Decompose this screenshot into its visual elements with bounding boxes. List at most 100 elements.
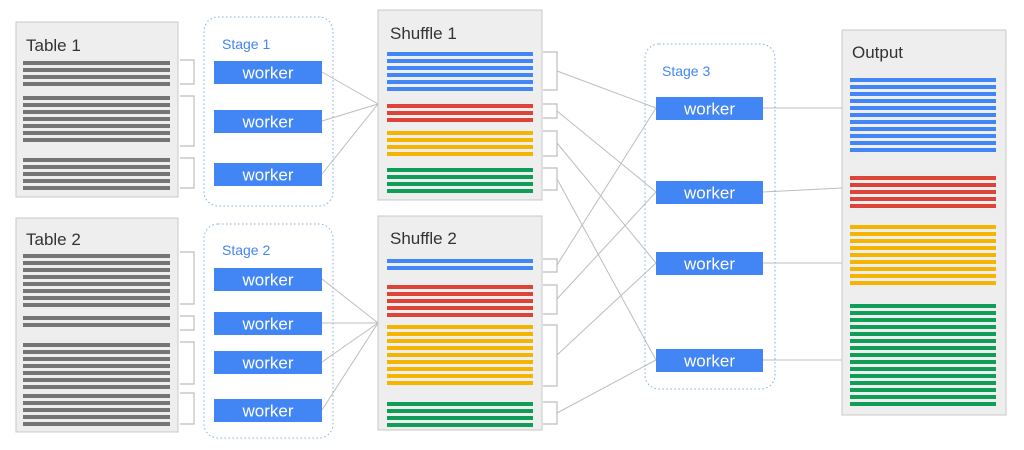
shuffle-2-row: [387, 266, 533, 270]
shuffle-1-row: [387, 175, 533, 179]
stage-1-label: Stage 1: [222, 36, 270, 52]
bracket: [543, 51, 558, 91]
output-row: [850, 325, 996, 329]
table-1-row: [23, 165, 170, 169]
table-2-row: [23, 254, 170, 258]
shuffle-2-row: [387, 259, 533, 263]
shuffle-2-row: [387, 423, 533, 427]
table-2-row: [23, 268, 170, 272]
stage-3-worker-2: worker: [656, 181, 763, 204]
output-panel: Output: [841, 29, 1007, 416]
connector-line: [321, 71, 379, 105]
stage-2-group: Stage 2: [203, 223, 334, 439]
bracket: [180, 59, 195, 85]
output-row: [850, 85, 996, 89]
stage-2-worker-1-box: [214, 268, 322, 291]
output-row: [850, 141, 996, 145]
connector-line: [556, 70, 657, 109]
shuffle-1-row: [387, 87, 533, 91]
table-2-panel: Table 2: [15, 217, 179, 433]
stage-3-worker-3-label: worker: [683, 255, 735, 274]
output-row: [850, 311, 996, 315]
table-2-row: [23, 385, 170, 389]
bracket: [543, 324, 558, 387]
shuffle-1-row: [387, 80, 533, 84]
output-row: [850, 190, 996, 194]
output-row: [850, 388, 996, 392]
connector-line: [556, 262, 657, 356]
bracket: [543, 103, 558, 119]
table-2-row: [23, 261, 170, 265]
stage-1-worker-2: worker: [214, 110, 322, 133]
shuffle-2-row: [387, 306, 533, 310]
shuffle-1-row: [387, 118, 533, 122]
output-row: [850, 239, 996, 243]
output-row: [850, 274, 996, 278]
stage-1-worker-1-box: [214, 61, 322, 84]
output-row: [850, 346, 996, 350]
shuffle-1-row: [387, 104, 533, 108]
table-1-row: [23, 158, 170, 162]
bracket: [180, 157, 195, 189]
table-1-row: [23, 110, 170, 114]
shuffle-1-row: [387, 52, 533, 56]
stage-1-worker-2-label: worker: [241, 113, 293, 132]
bracket: [180, 251, 195, 305]
shuffle-2-row: [387, 353, 533, 357]
stage-2-worker-4: worker: [214, 399, 322, 422]
table-2-row: [23, 323, 170, 327]
shuffle-1-row: [387, 59, 533, 63]
table-2-row: [23, 303, 170, 307]
connector-line: [321, 278, 379, 324]
table-2-row: [23, 422, 170, 426]
output-row: [850, 197, 996, 201]
output-row: [850, 127, 996, 131]
shuffle-2-row: [387, 409, 533, 413]
output-row: [850, 304, 996, 308]
bracket: [543, 284, 558, 315]
output-row: [850, 78, 996, 82]
stage-1-worker-1: worker: [214, 61, 322, 84]
shuffle-2-row: [387, 325, 533, 329]
stage-3-worker-4: worker: [656, 349, 763, 372]
table-1-title: Table 1: [26, 36, 81, 55]
stage-3-worker-2-box: [656, 181, 763, 204]
output-row: [850, 253, 996, 257]
bracket: [180, 341, 195, 385]
shuffle-1-row: [387, 138, 533, 142]
table-1-row: [23, 124, 170, 128]
stage-2-worker-3-label: worker: [241, 354, 293, 373]
table-2-row: [23, 296, 170, 300]
stage-2-box: [203, 223, 334, 439]
stage-3-worker-4-box: [656, 349, 763, 372]
shuffle-1-row: [387, 182, 533, 186]
stage-1-worker-2-box: [214, 110, 322, 133]
output-rows: [850, 78, 996, 406]
table-2-row: [23, 343, 170, 347]
connector-line: [321, 103, 379, 175]
shuffle-2-row: [387, 299, 533, 303]
shuffle-2-row: [387, 416, 533, 420]
connector-line: [321, 322, 379, 363]
stage-2-worker-4-label: worker: [241, 402, 293, 421]
stage-3-group: Stage 3: [644, 43, 776, 390]
stage-2-worker-1: worker: [214, 268, 322, 291]
stage-3-worker-1-label: worker: [683, 100, 735, 119]
output-row: [850, 374, 996, 378]
output-row: [850, 353, 996, 357]
shuffle-1-panel: Shuffle 1: [377, 9, 543, 201]
output-row: [850, 106, 996, 110]
connector-line: [556, 191, 657, 300]
stage-3-box: [644, 43, 776, 390]
table-1-row: [23, 131, 170, 135]
connector-line: [556, 110, 657, 193]
shuffle-2-row: [387, 339, 533, 343]
table-1-panel: Table 1: [15, 21, 179, 198]
table-2-row: [23, 408, 170, 412]
table-1-row: [23, 186, 170, 190]
output-row: [850, 176, 996, 180]
table-2-row: [23, 401, 170, 405]
output-row: [850, 113, 996, 117]
connector-line: [556, 142, 657, 264]
table-2-row: [23, 371, 170, 375]
